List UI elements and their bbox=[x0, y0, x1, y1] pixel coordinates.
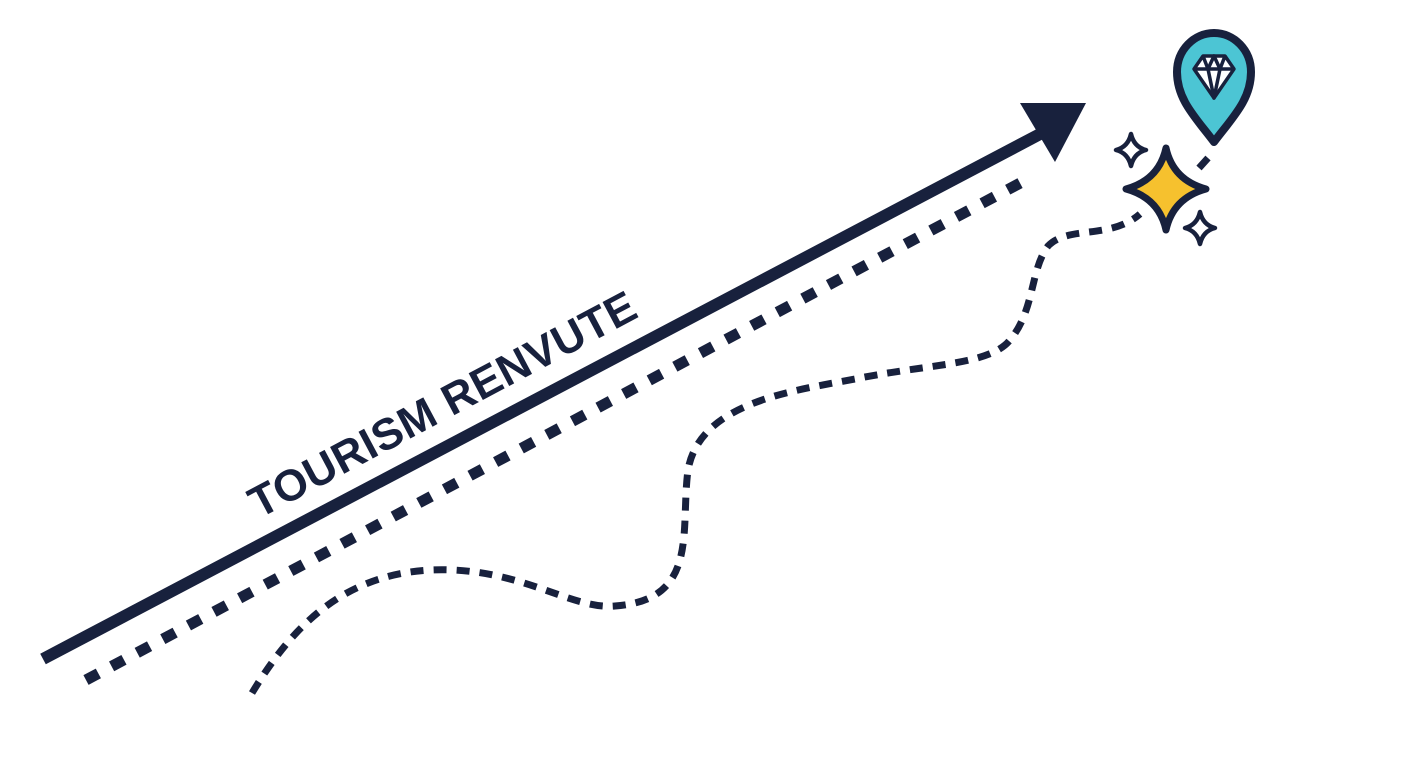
sparkle-icon bbox=[1113, 131, 1218, 247]
sparkle-large bbox=[1122, 144, 1210, 234]
trend-arrow-shaft bbox=[40, 127, 1045, 665]
trend-label: TOURISM RENVUTE bbox=[241, 282, 645, 528]
diamond-icon bbox=[1192, 54, 1236, 100]
sparkle-small-bottom bbox=[1182, 209, 1218, 247]
trend-arrow-head bbox=[1020, 103, 1086, 162]
sparkle-small-top bbox=[1113, 131, 1149, 169]
trend-arrow bbox=[40, 103, 1086, 665]
dotted-baseline bbox=[83, 176, 1027, 685]
map-pin-icon bbox=[1173, 29, 1255, 146]
wavy-route-path bbox=[249, 211, 1143, 695]
pin-connector-dash bbox=[1196, 155, 1211, 171]
